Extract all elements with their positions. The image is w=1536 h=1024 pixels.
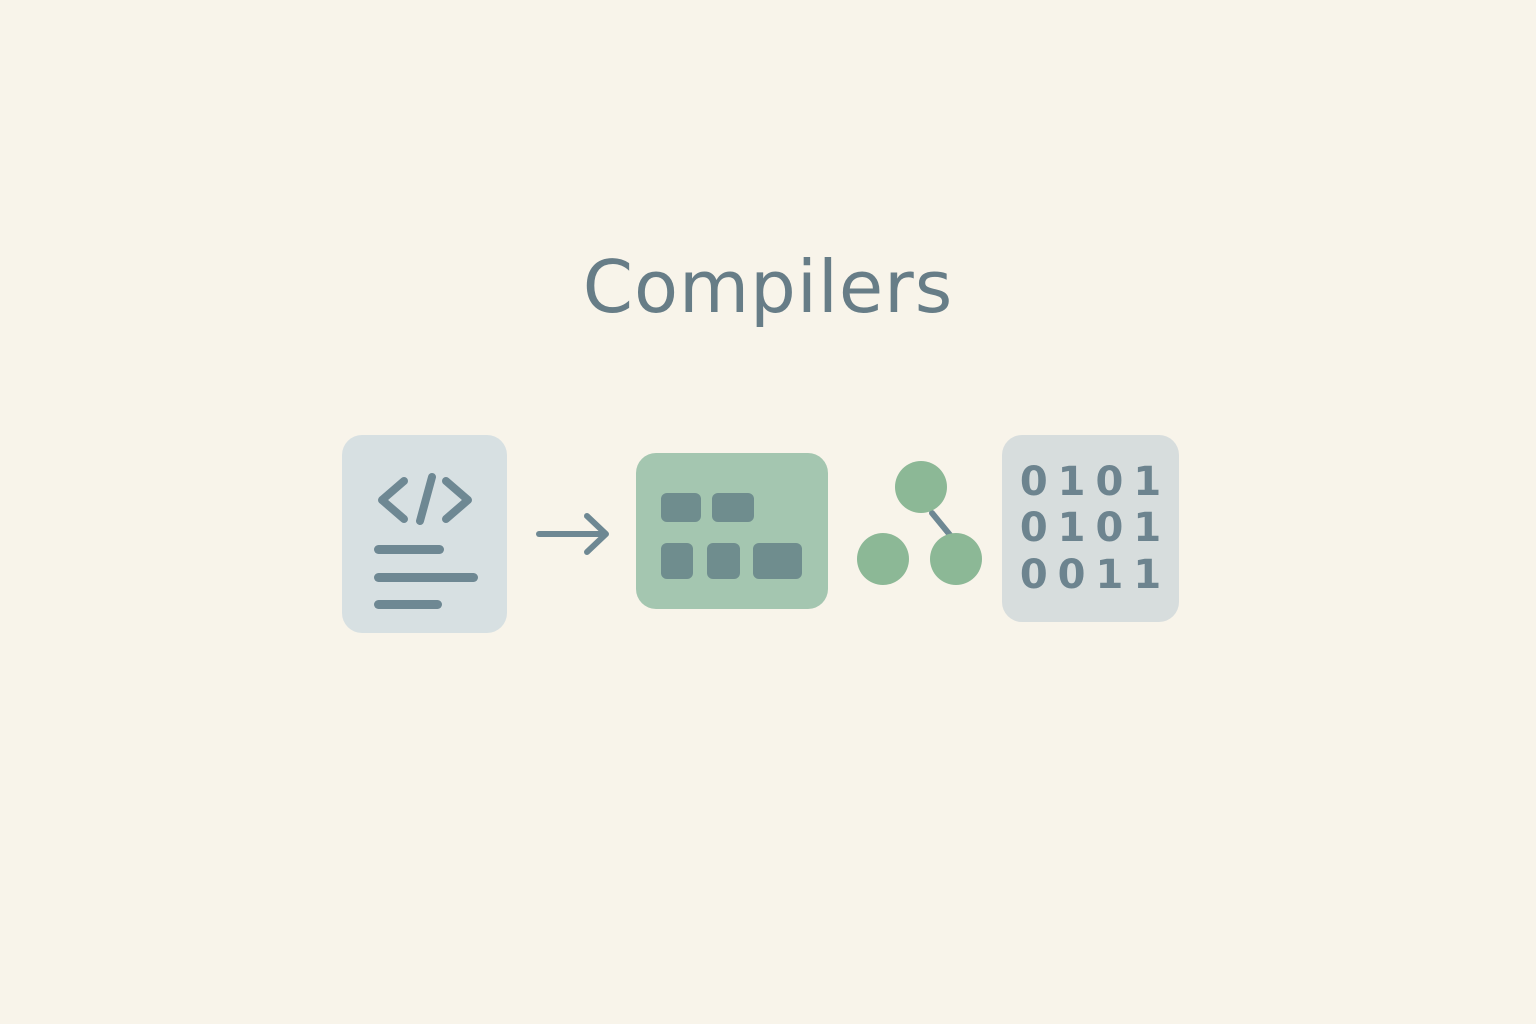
- syntax-tree-icon: [857, 461, 982, 585]
- binary-row: 0101: [1019, 505, 1172, 551]
- code-brackets-icon: [378, 473, 472, 525]
- tree-node: [857, 533, 909, 585]
- binary-row: 0011: [1019, 552, 1172, 598]
- source-text-line: [374, 573, 478, 582]
- diagram-title: Compilers: [582, 245, 954, 329]
- tokens-card: [636, 453, 828, 609]
- source-code-card: [342, 435, 507, 633]
- source-text-line: [374, 545, 444, 554]
- tree-node: [930, 533, 982, 585]
- tree-node: [895, 461, 947, 513]
- binary-row: 0101: [1019, 459, 1172, 505]
- token-block: [661, 543, 693, 579]
- token-block: [661, 493, 701, 522]
- token-block: [753, 543, 802, 579]
- token-block: [707, 543, 740, 579]
- arrow-right-icon: [536, 513, 609, 555]
- token-block: [712, 493, 754, 522]
- source-text-line: [374, 600, 442, 609]
- binary-output-card: 0101 0101 0011: [1002, 435, 1179, 622]
